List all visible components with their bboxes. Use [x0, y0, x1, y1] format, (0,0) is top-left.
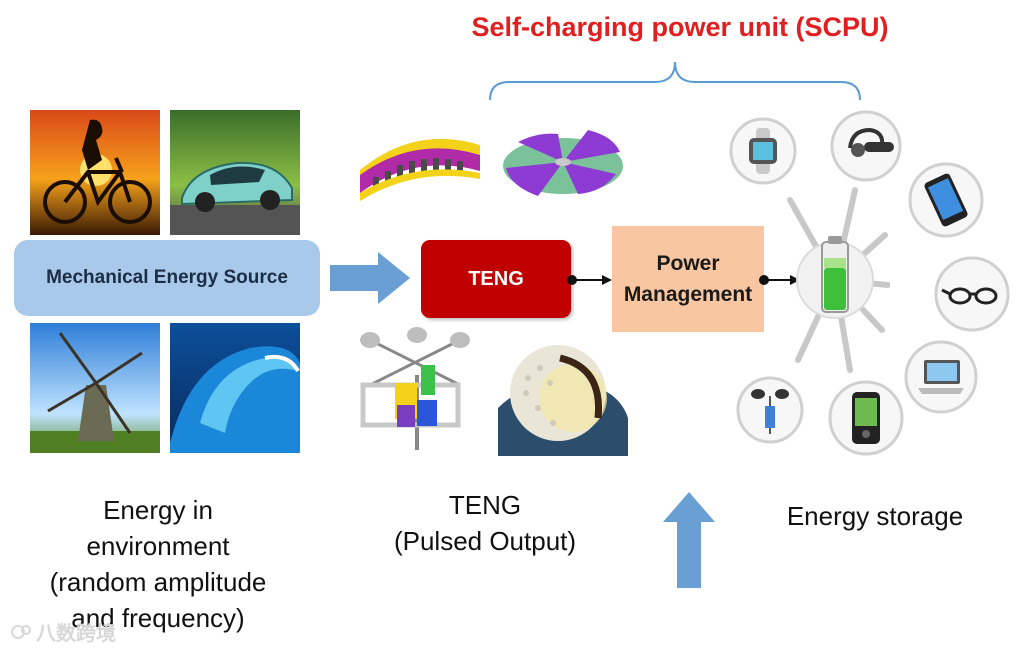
anemometer-sensor-icon: [734, 374, 806, 446]
smart-glasses-icon: [932, 254, 1012, 334]
gps-device-icon: [826, 378, 906, 458]
env-caption-line-3: (random amplitude: [22, 564, 294, 600]
laptop-icon: [902, 338, 980, 416]
teng-caption-line-2: (Pulsed Output): [360, 523, 610, 559]
smartphone-icon: [906, 160, 986, 240]
smartwatch-device: [728, 116, 798, 186]
mechanical-energy-source-box: Mechanical Energy Source: [14, 240, 320, 316]
battery-hub: [770, 180, 890, 380]
input-up-arrow: [663, 492, 715, 588]
scpu-title: Self-charging power unit (SCPU): [420, 12, 940, 43]
pm-line-1: Power: [656, 248, 719, 279]
headset-device: [828, 108, 904, 184]
gps-device: [826, 378, 906, 458]
teng-grating-device: [355, 125, 485, 205]
env-caption-line-1: Energy in: [22, 492, 294, 528]
teng-caption: TENG (Pulsed Output): [360, 487, 610, 559]
env-caption-line-2: environment: [22, 528, 294, 564]
teng-rotary-disk-device: [498, 122, 628, 206]
environment-caption: Energy in environment (random amplitude …: [22, 492, 294, 636]
storage-caption: Energy storage: [760, 498, 990, 534]
watermark: 八数跨境: [10, 617, 116, 646]
power-management-box: Power Management: [612, 226, 764, 332]
laptop-device: [902, 338, 980, 416]
glasses-device: [932, 254, 1012, 334]
teng-ball-device: [498, 338, 628, 456]
pm-line-2: Management: [624, 279, 752, 310]
teng-to-pm-arrow: [566, 270, 616, 290]
windmill-photo: [30, 323, 160, 453]
wave-photo: [170, 323, 300, 453]
source-to-teng-arrow: [330, 252, 412, 304]
smartwatch-icon: [728, 116, 798, 186]
teng-wind-cup-device: [355, 325, 480, 455]
scpu-brace: [487, 60, 863, 102]
watermark-text: 八数跨境: [36, 617, 116, 646]
car-photo: [170, 110, 300, 235]
anemometer-device: [734, 374, 806, 446]
cyclist-photo: [30, 110, 160, 235]
teng-caption-line-1: TENG: [360, 487, 610, 523]
teng-box: TENG: [421, 240, 571, 318]
bluetooth-headset-icon: [828, 108, 904, 184]
smartphone-device: [906, 160, 986, 240]
watermark-logo-icon: [10, 622, 32, 642]
